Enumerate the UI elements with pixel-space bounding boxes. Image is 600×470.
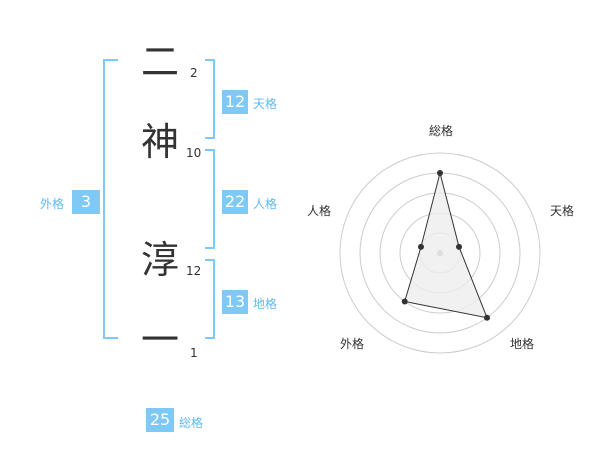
name-char-3: 淳: [140, 238, 179, 282]
radar-center-dot: [437, 250, 443, 256]
radar-point-0: [437, 170, 443, 176]
radar-point-1: [456, 243, 463, 250]
jinkaku-bracket: [205, 149, 215, 249]
name-char-1: 二: [140, 40, 179, 84]
soukaku-value-badge: 25: [146, 408, 174, 432]
radar-ring: [339, 152, 541, 354]
radar-axis-label-soukaku: 総格: [429, 124, 454, 138]
chikaku-value-badge: 13: [222, 290, 248, 314]
gaikaku-label: 外格: [40, 197, 65, 211]
radar-axis-label-chikaku: 地格: [510, 337, 535, 351]
chikaku-label: 地格: [253, 297, 278, 311]
jinkaku-value-badge: 22: [222, 190, 248, 214]
gaikaku-value-badge: 3: [72, 190, 100, 214]
stroke-count-3: 12: [186, 264, 202, 278]
tenkaku-label: 天格: [253, 97, 278, 111]
name-char-2: 神: [140, 120, 179, 164]
name-char-4: 一: [140, 318, 179, 362]
soukaku-label: 総格: [179, 416, 204, 430]
gaikaku-bracket: [103, 59, 118, 339]
radar-axis-label-gaikaku: 外格: [340, 337, 365, 351]
radar-point-2: [484, 314, 491, 321]
radar-data-polygon: [404, 172, 488, 319]
stroke-count-1: 2: [190, 66, 198, 80]
stroke-count-4: 1: [190, 346, 198, 360]
tenkaku-value-badge: 12: [222, 90, 248, 114]
tenkaku-bracket: [205, 59, 215, 139]
jinkaku-label: 人格: [253, 197, 278, 211]
radar-axis-label-tenkaku: 天格: [550, 204, 575, 218]
radar-point-4: [417, 243, 424, 250]
radar-point-3: [401, 298, 408, 305]
chikaku-bracket: [205, 259, 215, 339]
radar-axis-label-jinkaku: 人格: [307, 204, 332, 218]
stroke-count-2: 10: [186, 146, 202, 160]
